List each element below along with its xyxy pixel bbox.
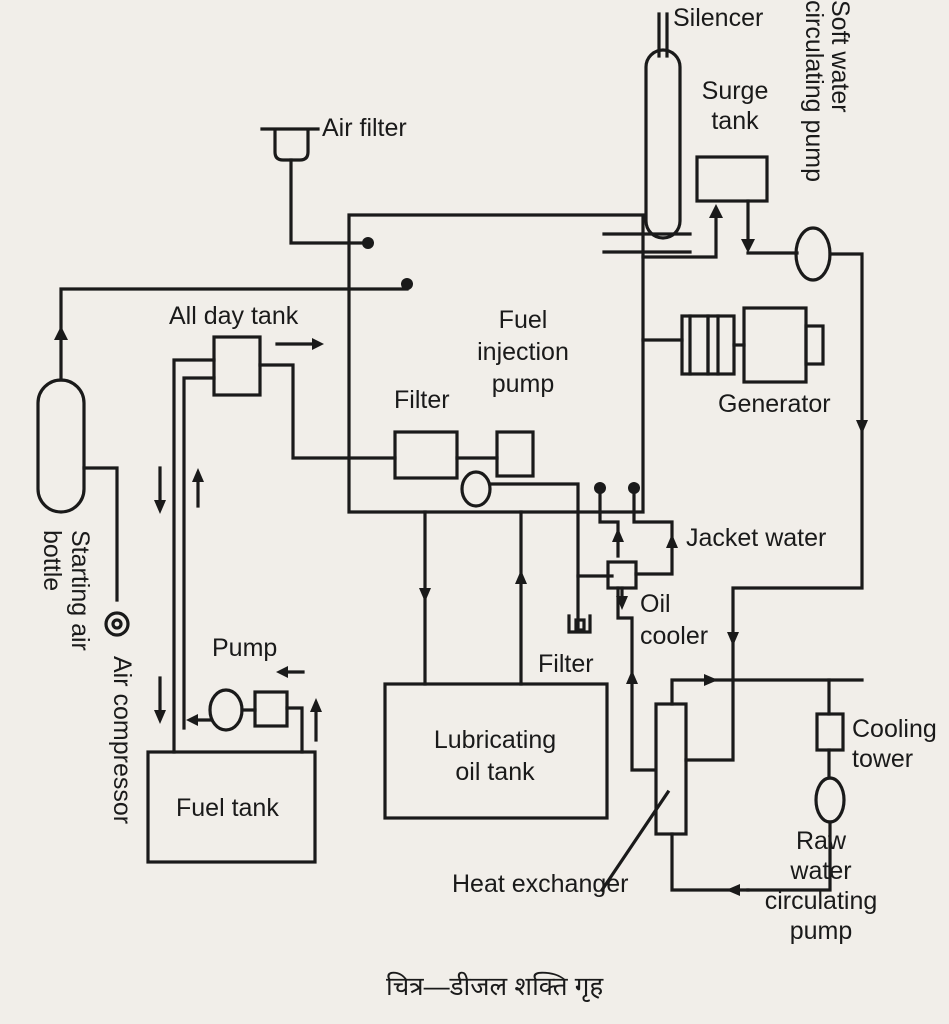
air-compressor bbox=[104, 611, 130, 637]
engine-block bbox=[347, 213, 645, 514]
pump-label: Pump bbox=[212, 634, 278, 662]
fuel-filter-label: Filter bbox=[394, 386, 450, 414]
heat-exchanger-label: Heat exchanger bbox=[452, 870, 629, 898]
heat-exchanger bbox=[599, 638, 864, 896]
surge-tank bbox=[641, 155, 799, 259]
soft-water-pump-label: Soft water circulating pump bbox=[800, 0, 854, 183]
fuel-filter bbox=[393, 430, 499, 480]
lubricating-oil-tank-label: Lubricating oil tank bbox=[433, 726, 557, 786]
starting-air-bottle bbox=[36, 278, 413, 602]
generator bbox=[641, 306, 825, 384]
lube-oil-pump bbox=[460, 470, 614, 630]
lube-oil-filter-label: Filter bbox=[538, 650, 594, 678]
fuel-injection-pump-label: Fuel injection pump bbox=[477, 306, 569, 398]
cooling-tower bbox=[815, 678, 845, 780]
surge-tank-label: Surge tank bbox=[701, 77, 769, 135]
jacket-water-label: Jacket water bbox=[686, 524, 827, 552]
air-inlet-connection bbox=[362, 237, 374, 249]
raw-water-circulating-pump bbox=[746, 776, 846, 892]
air-filter bbox=[260, 127, 374, 249]
oil-cooler bbox=[606, 560, 656, 772]
all-day-tank-label: All day tank bbox=[169, 302, 299, 330]
starting-air-connection bbox=[401, 278, 413, 290]
fuel-injection-pump bbox=[495, 430, 535, 478]
fuel-tank bbox=[146, 750, 317, 864]
soft-water-circulating-pump bbox=[727, 226, 868, 646]
cooling-tower-label: Cooling tower bbox=[852, 715, 937, 773]
fuel-pump bbox=[186, 688, 304, 754]
air-compressor-label: Air compressor bbox=[108, 656, 136, 825]
lube-oil-filter bbox=[567, 614, 592, 634]
fuel-tank-label: Fuel tank bbox=[176, 794, 279, 822]
generator-label: Generator bbox=[718, 390, 831, 418]
raw-water-pump-label: Raw water circulating pump bbox=[764, 827, 878, 945]
lube-oil-lines bbox=[419, 510, 527, 686]
silencer-label: Silencer bbox=[673, 4, 764, 32]
figure-caption: चित्र—डीजल शक्ति गृह bbox=[386, 971, 604, 1001]
jacket-water-connections bbox=[594, 482, 678, 576]
silencer-body bbox=[644, 48, 682, 240]
starting-air-bottle-label: Starting air bottle bbox=[38, 530, 94, 651]
lubricating-oil-tank bbox=[383, 682, 609, 820]
silencer bbox=[602, 12, 692, 254]
air-filter-label: Air filter bbox=[322, 114, 407, 142]
oil-cooler-label: Oil cooler bbox=[640, 590, 709, 650]
all-day-tank bbox=[172, 335, 397, 754]
fuel-flow-arrows bbox=[154, 466, 322, 742]
